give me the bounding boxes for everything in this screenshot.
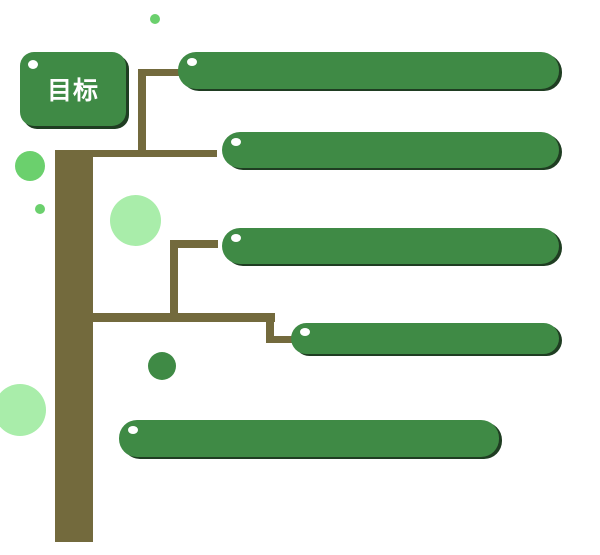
decor-dot-large-center bbox=[110, 195, 161, 246]
branch-vertical-1 bbox=[138, 69, 146, 154]
title-box: 目标 bbox=[20, 52, 126, 126]
gloss-highlight bbox=[187, 58, 197, 66]
goal-box-5 bbox=[119, 420, 499, 457]
branch-horizontal-2 bbox=[93, 313, 275, 322]
goal-box-3 bbox=[222, 228, 559, 264]
branch-connector-1 bbox=[138, 69, 180, 76]
branch-vertical-4 bbox=[266, 313, 274, 343]
decor-dot-small-top bbox=[150, 14, 160, 24]
tree-trunk bbox=[55, 150, 93, 542]
decor-dot-large-bottom-left bbox=[0, 384, 46, 436]
decor-dot-mid-left bbox=[15, 151, 45, 181]
branch-connector-3 bbox=[170, 240, 218, 248]
branch-horizontal-1 bbox=[93, 150, 217, 157]
goal-box-4 bbox=[291, 323, 559, 354]
decor-dot-tiny-left bbox=[35, 204, 45, 214]
gloss-highlight bbox=[128, 426, 138, 434]
gloss-highlight bbox=[231, 138, 241, 146]
title-text: 目标 bbox=[46, 76, 99, 105]
branch-vertical-2 bbox=[170, 240, 178, 318]
gloss-highlight bbox=[231, 234, 241, 242]
goal-box-1 bbox=[178, 52, 559, 89]
gloss-highlight bbox=[300, 328, 310, 336]
title-gloss-highlight bbox=[28, 60, 38, 69]
branch-connector-4 bbox=[266, 336, 292, 343]
goal-box-2 bbox=[222, 132, 559, 168]
decor-dot-dark bbox=[148, 352, 176, 380]
